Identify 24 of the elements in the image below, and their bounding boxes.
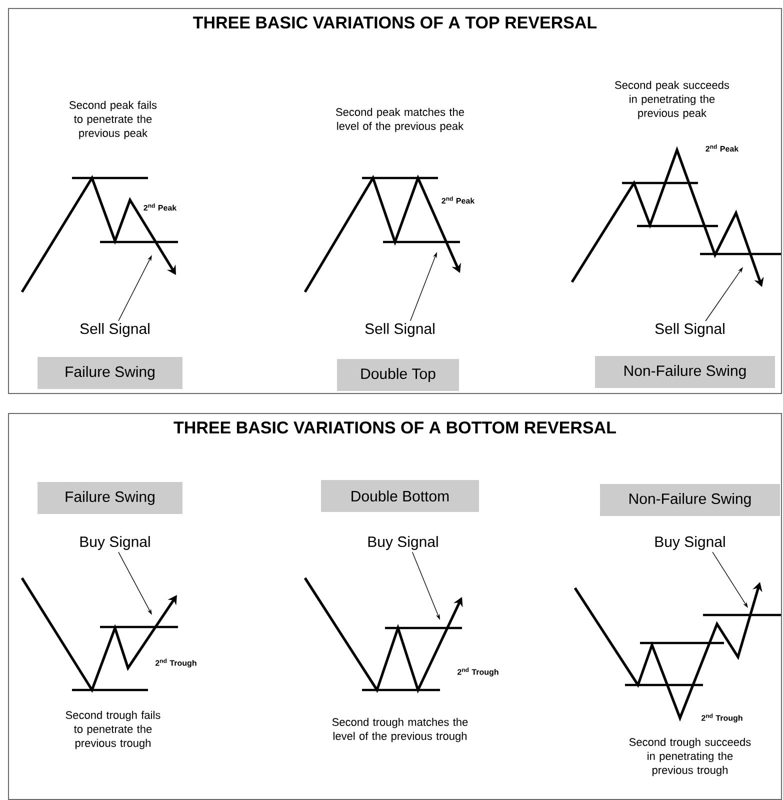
signal-label: Sell Signal [365, 323, 434, 337]
pattern-name-box: Failure Swing [38, 357, 182, 389]
pattern-name-box: Non-Failure Swing [600, 484, 780, 516]
description: Second peak matches the level of the previous peak [336, 108, 464, 132]
swing-label: 2$^{nd}$ Trough [457, 668, 498, 676]
description: Second peak succeeds in penetrating the previous peak [615, 80, 730, 120]
signal-label: Sell Signal [655, 323, 724, 337]
pattern-name-box: Failure Swing [38, 482, 182, 514]
signal-label: Sell Signal [80, 323, 150, 337]
swing-label: 2$^{nd}$ Trough [701, 714, 742, 722]
description: Second trough succeeds in penetrating the previous trough [629, 738, 751, 776]
pattern-name-box: Double Bottom [321, 480, 479, 512]
pattern-name-box: Non-Failure Swing [595, 356, 775, 388]
signal-label: Buy Signal [655, 536, 725, 550]
description: Second peak fails to penetrate the previous peak [69, 100, 157, 140]
description: Second trough matches the level of the previous trough [332, 718, 468, 742]
swing-label: 2$^{nd}$ Peak [442, 196, 475, 204]
signal-label: Buy Signal [80, 536, 150, 550]
signal-label: Buy Signal [368, 536, 438, 550]
pattern-name-box: Double Top [337, 359, 459, 391]
swing-label: 2$^{nd}$ Peak [706, 144, 739, 152]
swing-label: 2$^{nd}$ Peak [144, 203, 177, 211]
description: Second trough fails to penetrate the previous trough [66, 710, 160, 750]
swing-label: 2$^{nd}$ Trough [155, 658, 196, 668]
